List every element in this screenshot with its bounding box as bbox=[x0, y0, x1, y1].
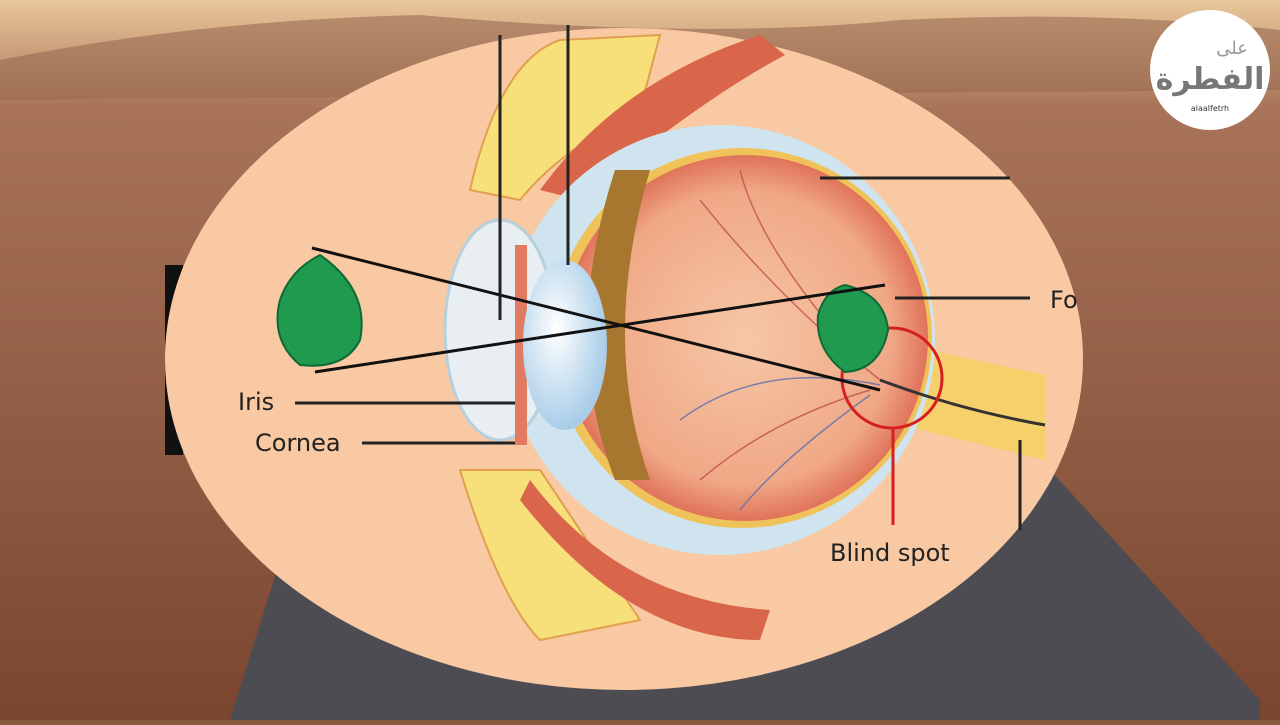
label-blind-spot: Blind spot bbox=[830, 539, 950, 567]
lens bbox=[523, 260, 607, 430]
lower-eye-muscle bbox=[520, 480, 770, 640]
logo-text-latin: alaalfetrh bbox=[1190, 104, 1230, 113]
upper-fat-tissue bbox=[468, 33, 662, 202]
pointer-lines bbox=[295, 25, 1030, 530]
channel-logo: على الفطرة alaalfetrh bbox=[1150, 10, 1270, 130]
nerve-vessel bbox=[879, 378, 1046, 427]
iris bbox=[515, 245, 527, 445]
leaf-image-on-retina bbox=[816, 283, 890, 374]
lower-fat-tissue bbox=[458, 469, 642, 642]
label-fovea: Fo bbox=[1050, 286, 1078, 314]
retina bbox=[562, 155, 928, 521]
label-cornea: Cornea bbox=[255, 429, 341, 457]
logo-text-top: على bbox=[1216, 38, 1248, 59]
leaf-object bbox=[276, 253, 363, 367]
label-iris: Iris bbox=[238, 388, 274, 416]
veins bbox=[679, 376, 881, 511]
light-ray bbox=[314, 283, 886, 374]
logo-text-main: الفطرة bbox=[1155, 62, 1265, 97]
light-ray bbox=[311, 246, 881, 392]
upper-eye-muscle bbox=[540, 35, 785, 200]
